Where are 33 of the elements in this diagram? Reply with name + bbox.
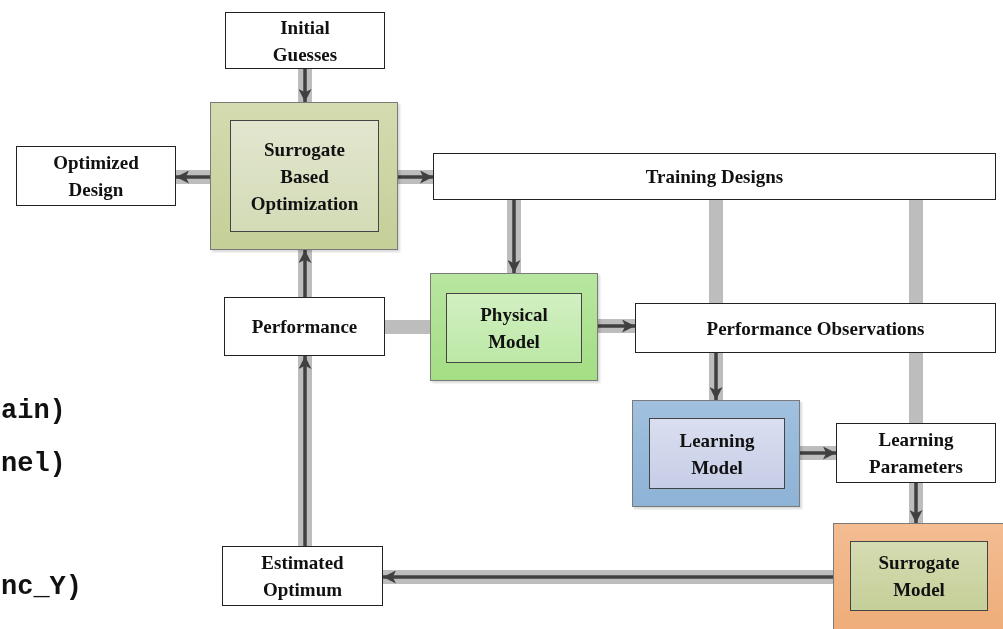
block-frame: [833, 523, 1003, 629]
node-label: Surrogate Model: [877, 551, 961, 602]
connector-band: [909, 200, 923, 303]
node-label: Performance Observations: [706, 316, 925, 341]
text-box: [433, 153, 996, 200]
process-box: [230, 120, 379, 232]
connector-band: [385, 320, 430, 334]
code-fragment: nel): [1, 449, 66, 479]
node-label: Optimized Design: [52, 151, 140, 202]
process-box: [649, 418, 785, 489]
node-label: Performance: [251, 315, 358, 339]
connector-band: [709, 200, 723, 303]
node-label: Learning Model: [678, 428, 756, 480]
block-frame: [430, 273, 598, 381]
block-frame: [632, 400, 800, 507]
node-label: Initial Guesses: [271, 15, 339, 67]
process-box: [850, 541, 988, 611]
code-fragment: nc_Y): [1, 572, 82, 602]
node-label: Learning Parameters: [868, 428, 964, 479]
node-label: Training Designs: [645, 165, 784, 189]
text-box: [222, 546, 383, 606]
text-box: [225, 12, 385, 69]
code-fragment: ain): [1, 396, 66, 426]
node-label: Surrogate Based Optimization: [249, 137, 360, 216]
process-box: [446, 293, 582, 363]
connector-band: [909, 353, 923, 423]
node-label: Physical Model: [479, 303, 549, 354]
text-box: [16, 146, 176, 206]
text-box: [224, 297, 385, 356]
text-box: [635, 303, 996, 353]
node-label: Estimated Optimum: [260, 551, 345, 602]
block-frame: [210, 102, 398, 250]
text-box: [836, 423, 996, 483]
